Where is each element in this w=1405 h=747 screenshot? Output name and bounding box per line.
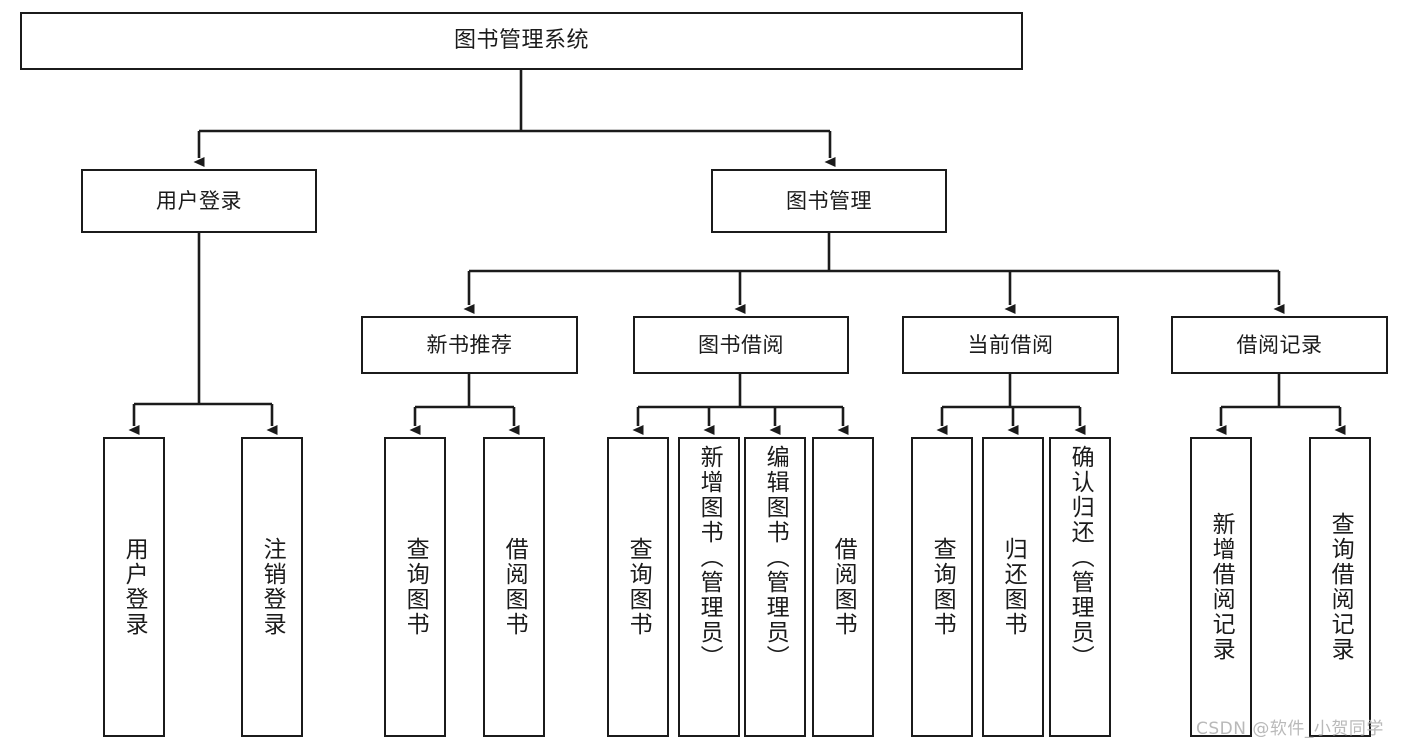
node-label: 编辑图书（管理员） (762, 445, 789, 670)
node-label: 用户登录 (156, 188, 242, 213)
node-label: 当前借阅 (967, 332, 1054, 357)
node-label: 查询图书 (625, 537, 652, 637)
node-label: 归还图书 (1000, 537, 1027, 637)
node-new-book-recommend[interactable]: 新书推荐 (361, 316, 578, 374)
node-label: 图书管理 (786, 188, 872, 213)
node-book-borrow[interactable]: 图书借阅 (633, 316, 849, 374)
node-root[interactable]: 图书管理系统 (20, 12, 1023, 70)
leaf-query-book-recommend[interactable]: 查询图书 (384, 437, 446, 737)
node-label: 新书推荐 (426, 332, 513, 357)
node-borrow-record[interactable]: 借阅记录 (1171, 316, 1388, 374)
leaf-add-borrow-record[interactable]: 新增借阅记录 (1190, 437, 1252, 737)
node-label: 注销登录 (259, 537, 286, 637)
leaf-edit-book-admin[interactable]: 编辑图书（管理员） (744, 437, 806, 737)
leaf-query-book-current[interactable]: 查询图书 (911, 437, 973, 737)
node-label: 新增图书（管理员） (696, 445, 723, 670)
node-user-login[interactable]: 用户登录 (81, 169, 317, 233)
leaf-user-logout[interactable]: 注销登录 (241, 437, 303, 737)
node-label: 图书管理系统 (453, 28, 589, 54)
leaf-query-borrow-record[interactable]: 查询借阅记录 (1309, 437, 1371, 737)
leaf-user-login[interactable]: 用户登录 (103, 437, 165, 737)
node-label: 借阅图书 (501, 537, 528, 637)
node-label: 确认归还（管理员） (1067, 445, 1094, 670)
node-label: 图书借阅 (698, 332, 784, 357)
node-book-management[interactable]: 图书管理 (711, 169, 947, 233)
leaf-borrow-book-recommend[interactable]: 借阅图书 (483, 437, 545, 737)
node-label: 借阅记录 (1236, 332, 1323, 357)
leaf-query-book-borrow[interactable]: 查询图书 (607, 437, 669, 737)
csdn-watermark: CSDN @软件_小贺同学 (1196, 719, 1384, 739)
leaf-confirm-return-admin[interactable]: 确认归还（管理员） (1049, 437, 1111, 737)
node-label: 查询图书 (402, 537, 429, 637)
node-label: 借阅图书 (830, 537, 857, 637)
node-current-borrow[interactable]: 当前借阅 (902, 316, 1119, 374)
leaf-return-book[interactable]: 归还图书 (982, 437, 1044, 737)
leaf-add-book-admin[interactable]: 新增图书（管理员） (678, 437, 740, 737)
node-label: 用户登录 (121, 537, 148, 637)
leaf-borrow-book[interactable]: 借阅图书 (812, 437, 874, 737)
node-label: 新增借阅记录 (1208, 512, 1235, 662)
node-label: 查询借阅记录 (1327, 512, 1354, 662)
node-label: 查询图书 (929, 537, 956, 637)
